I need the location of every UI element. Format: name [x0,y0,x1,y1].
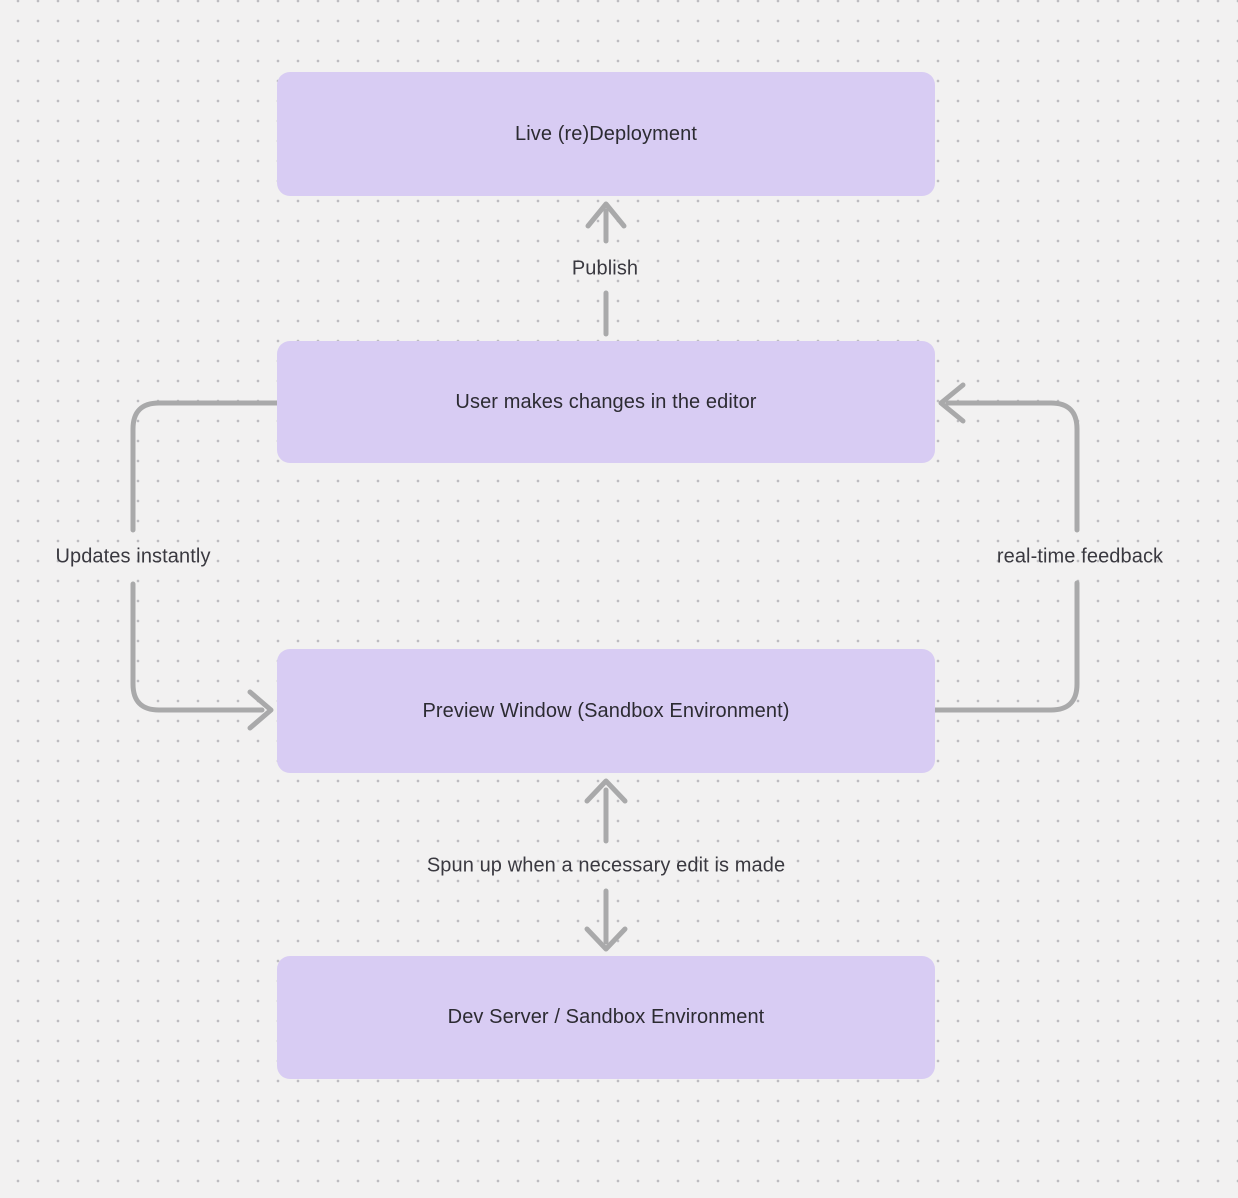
arrowhead-up-icon [585,201,627,229]
node-label: Live (re)Deployment [515,122,697,145]
arrowhead-up-icon [584,778,628,804]
node-label: Preview Window (Sandbox Environment) [422,699,790,722]
node-label: User makes changes in the editor [455,390,757,413]
edge-label-publish: Publish [571,257,639,280]
arrowhead-down-icon [584,926,628,952]
edge-label-spun-up: Spun up when a necessary edit is made [426,854,786,877]
edge-label-real-time-feedback: real-time feedback [996,545,1164,568]
node-live-redeployment: Live (re)Deployment [277,72,935,196]
edge-label-updates-instantly: Updates instantly [55,545,211,568]
node-user-makes-changes: User makes changes in the editor [277,341,935,463]
arrowhead-right-icon [247,689,274,731]
node-label: Dev Server / Sandbox Environment [447,1006,765,1028]
arrowhead-left-icon [938,382,966,424]
node-dev-server: Dev Server / Sandbox Environment [277,956,935,1079]
node-preview-window: Preview Window (Sandbox Environment) [277,649,935,773]
